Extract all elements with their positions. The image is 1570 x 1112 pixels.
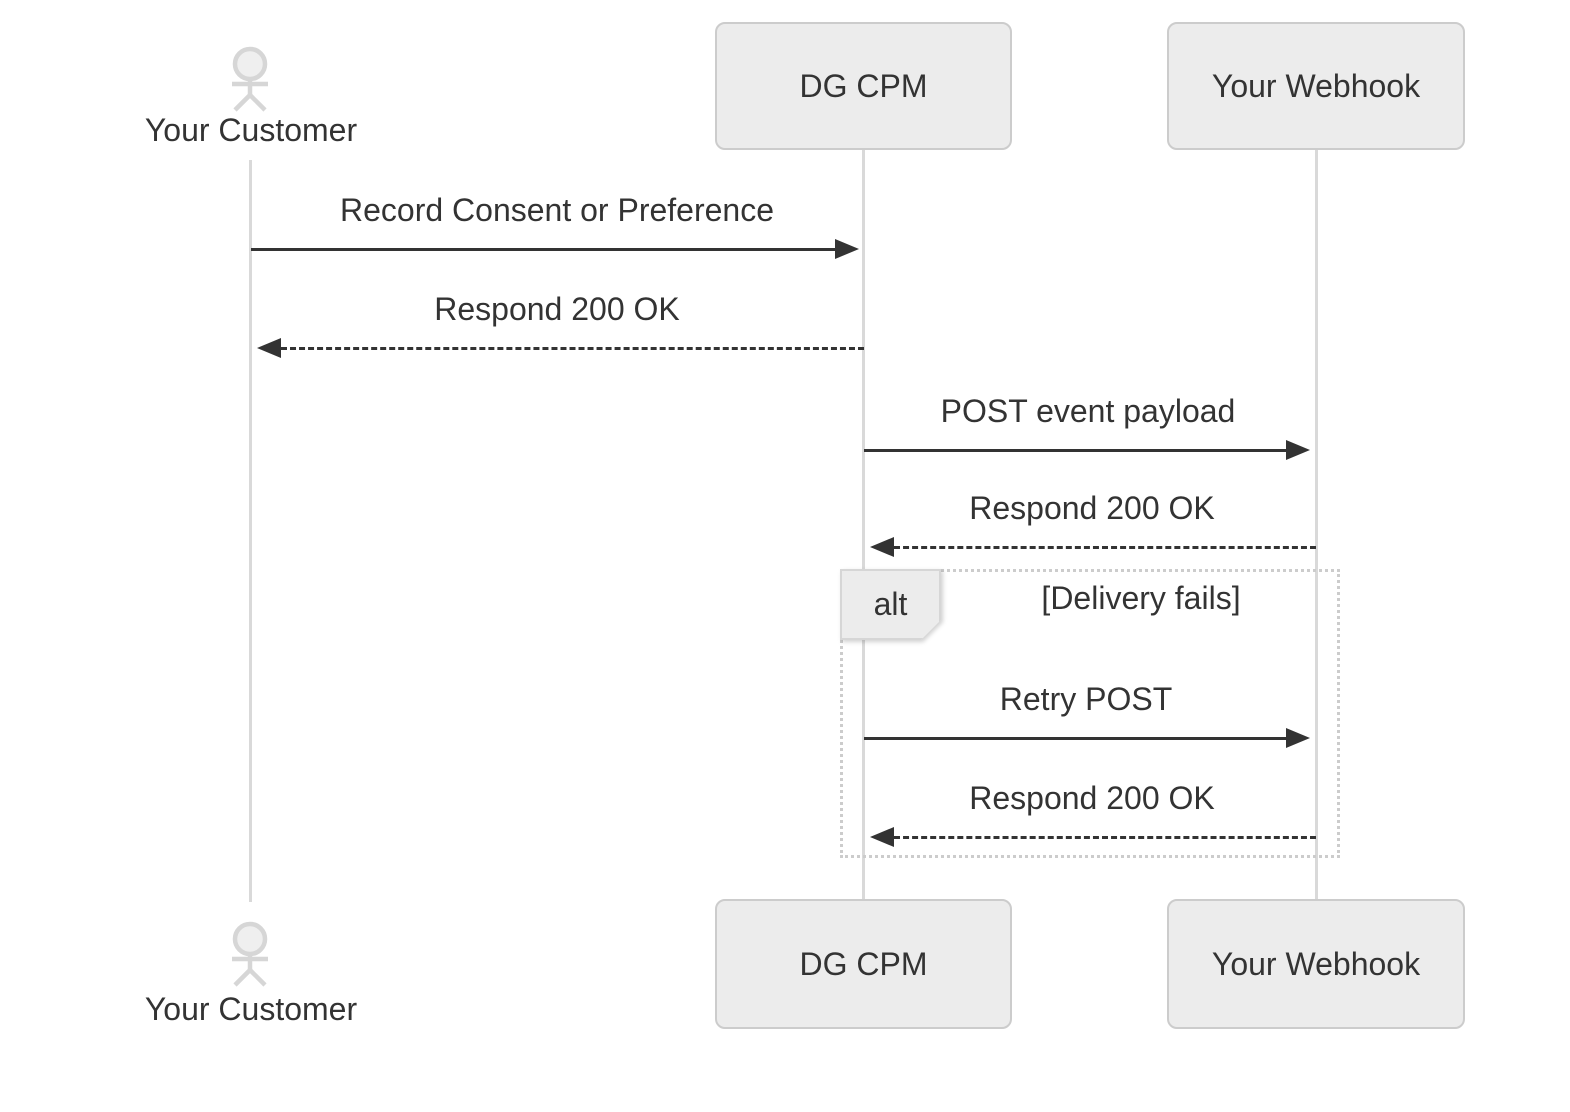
message-line xyxy=(894,836,1316,839)
arrowhead-left-icon xyxy=(870,537,894,557)
actor-label-customer-bottom: Your Customer xyxy=(144,991,358,1027)
message-label: Respond 200 OK xyxy=(434,291,680,327)
message-line xyxy=(251,248,836,251)
message-line xyxy=(281,347,864,350)
participant-label: Your Webhook xyxy=(1211,67,1421,104)
message-label: Retry POST xyxy=(999,681,1173,717)
message-line xyxy=(864,737,1286,740)
message-line xyxy=(894,546,1316,549)
participant-box-webhook-bottom: Your Webhook xyxy=(1167,899,1465,1029)
participant-label: DG CPM xyxy=(799,945,928,982)
arrowhead-left-icon xyxy=(870,827,894,847)
arrowhead-right-icon xyxy=(835,239,859,259)
message-label: POST event payload xyxy=(940,393,1236,429)
alt-frame xyxy=(840,569,1340,858)
lifeline-webhook xyxy=(1315,150,1318,899)
arrowhead-left-icon xyxy=(257,338,281,358)
alt-operator-tab: alt xyxy=(840,569,941,640)
actor-icon xyxy=(232,921,268,987)
actor-icon xyxy=(232,46,268,112)
message-label: Respond 200 OK xyxy=(969,490,1215,526)
lifeline-customer xyxy=(249,160,252,902)
message-label: Respond 200 OK xyxy=(969,780,1215,816)
participant-box-webhook-top: Your Webhook xyxy=(1167,22,1465,150)
actor-label-customer-top: Your Customer xyxy=(144,112,358,148)
alt-condition-label: [Delivery fails] xyxy=(1041,580,1241,616)
arrowhead-right-icon xyxy=(1286,440,1310,460)
message-line xyxy=(864,449,1286,452)
alt-operator-label: alt xyxy=(840,569,941,640)
participant-label: DG CPM xyxy=(799,67,928,104)
arrowhead-right-icon xyxy=(1286,728,1310,748)
lifeline-dg-cpm xyxy=(862,150,865,899)
participant-label: Your Webhook xyxy=(1211,945,1421,982)
message-label: Record Consent or Preference xyxy=(340,192,774,228)
participant-box-dg-cpm-bottom: DG CPM xyxy=(715,899,1012,1029)
participant-box-dg-cpm-top: DG CPM xyxy=(715,22,1012,150)
